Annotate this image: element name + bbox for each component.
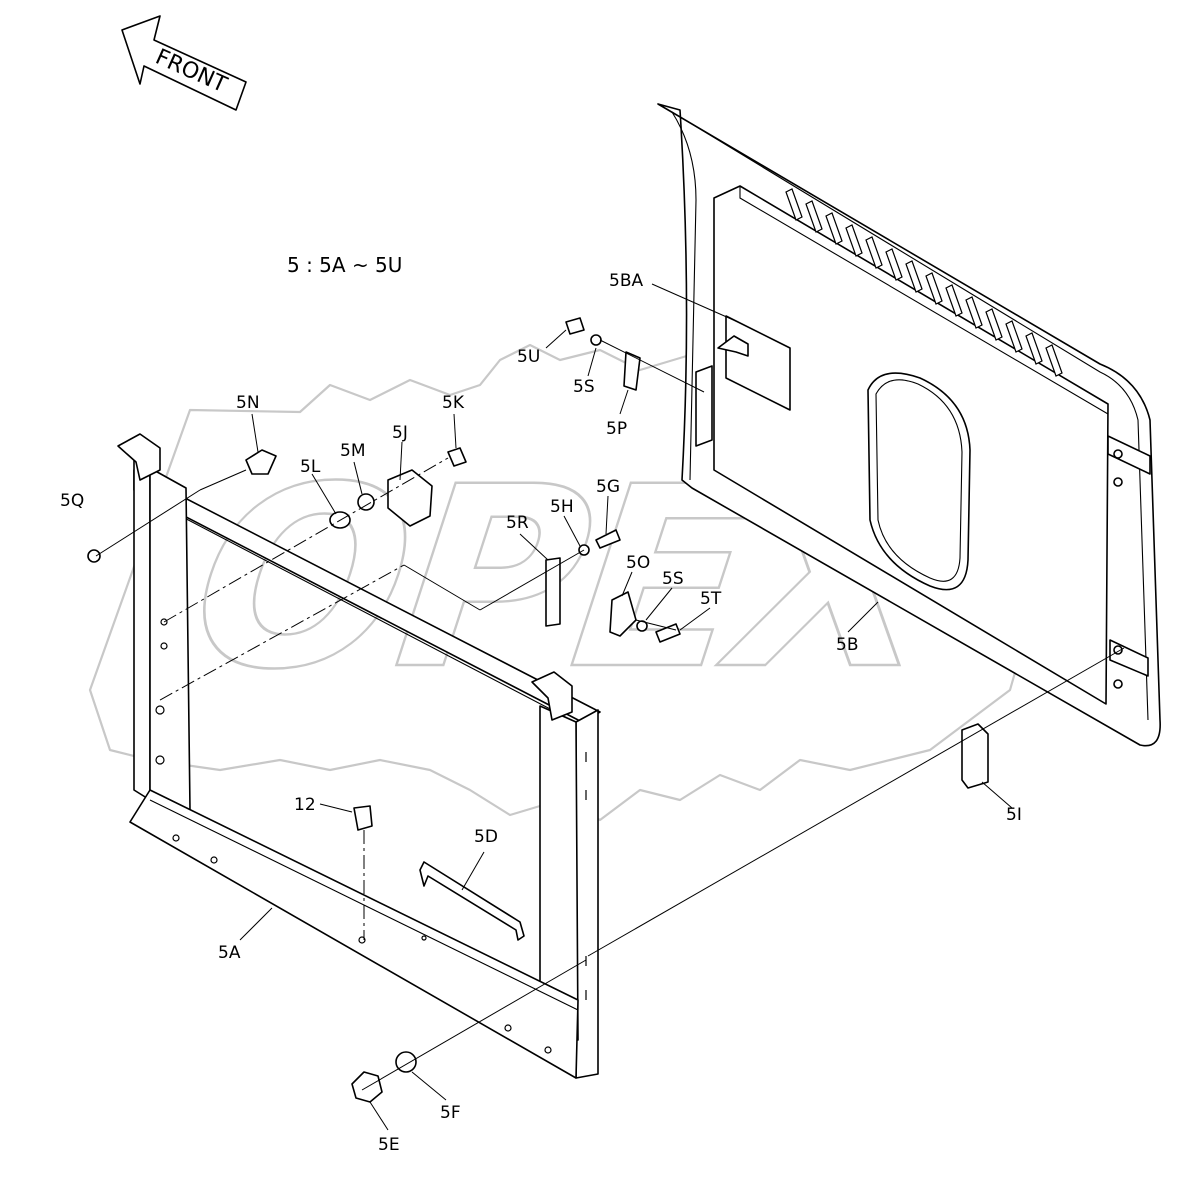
bracket-5o: [609, 591, 637, 637]
bolt-5g: [595, 529, 621, 549]
block-5ba: [725, 315, 791, 411]
louver-slots: [785, 188, 1063, 377]
bolt-5t: [655, 623, 681, 643]
label-5ba: 5BA: [609, 271, 643, 291]
panel-5b: [657, 103, 1161, 747]
label-5b: 5B: [836, 635, 858, 655]
label-5l: 5L: [300, 457, 321, 477]
label-5k: 5K: [442, 393, 465, 413]
label-5i: 5I: [1006, 805, 1022, 825]
latch-5p: [623, 351, 641, 391]
bolt-12: [353, 805, 373, 940]
block-5i: [961, 723, 989, 789]
label-5e: 5E: [378, 1135, 400, 1155]
nut-5q: [87, 549, 101, 563]
rod-5d: [419, 861, 525, 941]
label-5a: 5A: [218, 943, 241, 963]
label-5m: 5M: [340, 441, 365, 461]
label-5h: 5H: [550, 497, 574, 517]
label-5r: 5R: [506, 513, 529, 533]
hardware-5m: [357, 493, 375, 511]
label-5g: 5G: [596, 477, 620, 497]
hardware-5n: [245, 449, 277, 475]
label-5s-top: 5S: [573, 377, 595, 397]
label-5j: 5J: [392, 423, 408, 443]
label-5q: 5Q: [60, 491, 84, 511]
label-5d: 5D: [474, 827, 498, 847]
label-5u: 5U: [517, 347, 540, 367]
assembly-note: 5 : 5A ~ 5U: [287, 253, 402, 277]
frame-5a: [117, 433, 601, 1079]
label-5o: 5O: [626, 553, 650, 573]
bolt-5k: [447, 447, 467, 467]
bracket-5j: [387, 469, 433, 527]
front-label: FRONT: [152, 45, 231, 99]
label-5s-mid: 5S: [662, 569, 684, 589]
washer-5s-top: [590, 334, 602, 346]
label-12: 12: [294, 795, 316, 815]
oval-opening: [867, 372, 971, 591]
center-lines: [95, 339, 1125, 1091]
front-arrow-icon: FRONT: [121, 15, 247, 111]
leader-lines: [239, 283, 1013, 1131]
label-5t: 5T: [700, 589, 722, 609]
latch-5r: [545, 557, 561, 627]
label-5f: 5F: [440, 1103, 461, 1123]
bolt-5u: [565, 317, 585, 335]
label-5p: 5P: [606, 419, 627, 439]
label-5n: 5N: [236, 393, 260, 413]
